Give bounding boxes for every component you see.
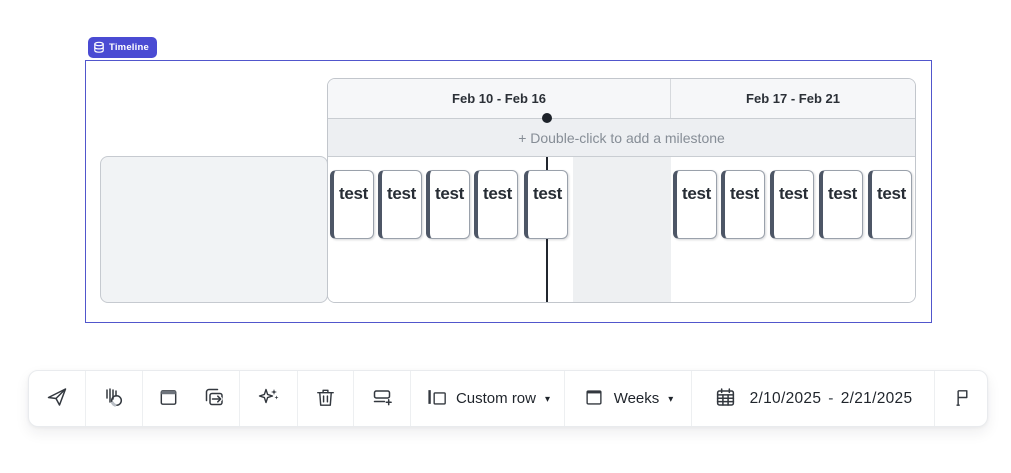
chevron-down-icon: ▾ xyxy=(668,394,674,405)
timeline-stack-icon xyxy=(93,41,105,54)
paper-plane-icon xyxy=(45,385,69,412)
frame-icon xyxy=(157,386,180,412)
weekend-shade xyxy=(573,157,671,302)
calendar-week-icon xyxy=(583,386,605,411)
activity-bars-icon xyxy=(102,385,126,412)
delete-button[interactable] xyxy=(304,371,347,426)
timeline-card[interactable]: test xyxy=(378,170,422,239)
toolbar-section xyxy=(29,371,85,426)
timeline-card[interactable]: test xyxy=(673,170,717,239)
timeline-card[interactable]: test xyxy=(426,170,470,239)
flag-icon xyxy=(950,386,973,412)
timeline-grid: Feb 10 - Feb 16 Feb 17 - Feb 21 + Double… xyxy=(327,78,916,303)
start-date: 2/10/2025 xyxy=(749,389,822,407)
toolbar-section xyxy=(239,371,297,426)
timeline-card[interactable]: test xyxy=(474,170,518,239)
timeline-card[interactable]: test xyxy=(524,170,568,239)
weeks-dropdown[interactable]: Weeks ▾ xyxy=(573,371,684,426)
timeline-toolbar: Custom row ▾ Weeks ▾ xyxy=(28,370,988,427)
end-date: 2/21/2025 xyxy=(840,389,913,407)
custom-row-label: Custom row xyxy=(455,390,536,407)
toolbar-section: Weeks ▾ xyxy=(564,371,691,426)
copy-arrow-icon xyxy=(202,385,226,412)
week-header-row: Feb 10 - Feb 16 Feb 17 - Feb 21 xyxy=(328,79,915,119)
date-range-button[interactable]: 2/10/2025-2/21/2025 xyxy=(704,371,923,426)
row-type-icon xyxy=(425,386,447,411)
timeline-widget-badge[interactable]: Timeline xyxy=(88,37,157,58)
milestone-row[interactable]: + Double-click to add a milestone xyxy=(328,119,915,157)
chevron-down-icon: ▾ xyxy=(545,394,551,405)
toolbar-section xyxy=(297,371,353,426)
toolbar-section xyxy=(353,371,410,426)
custom-row-dropdown[interactable]: Custom row ▾ xyxy=(415,371,560,426)
frame-button[interactable] xyxy=(147,371,190,426)
badge-label: Timeline xyxy=(109,42,149,53)
date-range: 2/10/2025-2/21/2025 xyxy=(750,390,913,408)
week-header-1[interactable]: Feb 10 - Feb 16 xyxy=(328,79,671,118)
row-label-panel[interactable] xyxy=(100,156,328,303)
week-header-2[interactable]: Feb 17 - Feb 21 xyxy=(746,91,840,106)
timeline-card[interactable]: test xyxy=(770,170,814,239)
toolbar-section xyxy=(142,371,239,426)
weeks-label: Weeks xyxy=(613,390,660,407)
send-button[interactable] xyxy=(35,371,79,426)
add-row-icon xyxy=(370,385,394,412)
trash-icon xyxy=(314,386,337,412)
copy-export-button[interactable] xyxy=(192,371,236,426)
sparkles-icon xyxy=(257,385,281,412)
timeline-card[interactable]: test xyxy=(819,170,863,239)
timeline-card[interactable]: test xyxy=(330,170,374,239)
flag-button[interactable] xyxy=(940,371,983,426)
activity-button[interactable] xyxy=(92,371,136,426)
calendar-icon xyxy=(714,386,737,412)
toolbar-section xyxy=(934,371,987,426)
toolbar-section: 2/10/2025-2/21/2025 xyxy=(691,371,934,426)
timeline-card[interactable]: test xyxy=(868,170,912,239)
timeline-card[interactable]: test xyxy=(721,170,765,239)
timeline-row-lane: test test test test test test test test … xyxy=(328,157,915,302)
toolbar-section: Custom row ▾ xyxy=(410,371,564,426)
ai-assist-button[interactable] xyxy=(247,371,291,426)
add-row-button[interactable] xyxy=(360,371,404,426)
toolbar-section xyxy=(85,371,142,426)
today-marker-dot[interactable] xyxy=(542,113,552,123)
date-separator: - xyxy=(828,389,834,407)
